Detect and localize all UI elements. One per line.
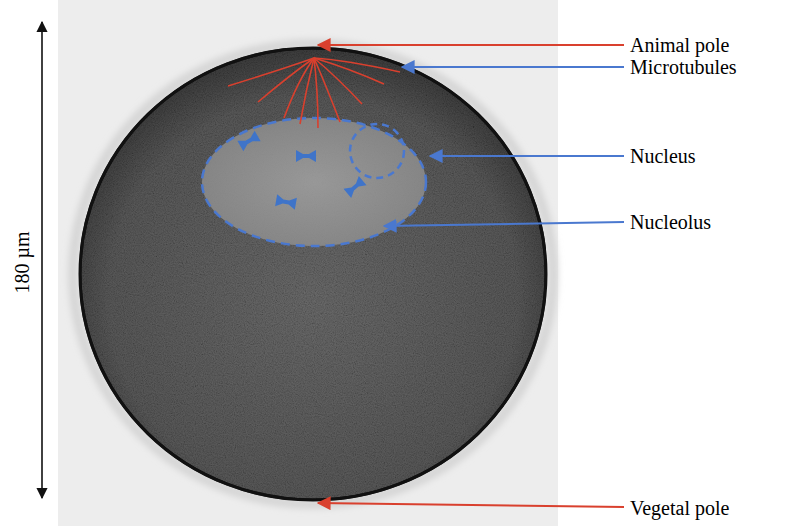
part-label: Nucleus <box>630 145 696 168</box>
part-label: Microtubules <box>630 56 737 79</box>
chromosomes <box>237 131 366 210</box>
cell-halo <box>73 44 553 504</box>
part-label: Nucleolus <box>630 211 711 234</box>
cell-membrane <box>80 48 546 500</box>
dimension-arrow <box>41 22 43 498</box>
leader-arrow <box>384 222 624 226</box>
dimension-label: 180 µm <box>11 231 34 293</box>
leader-arrow <box>402 66 624 68</box>
microtubules <box>228 58 400 128</box>
part-label: Animal pole <box>630 34 729 57</box>
leader-arrow <box>318 503 624 507</box>
oocyte-cell <box>80 48 546 500</box>
micrograph-ground <box>58 0 558 526</box>
nucleolus-outline <box>350 124 404 178</box>
leader-arrow <box>318 44 624 46</box>
leader-arrow <box>430 155 624 157</box>
part-label: Vegetal pole <box>630 497 729 520</box>
